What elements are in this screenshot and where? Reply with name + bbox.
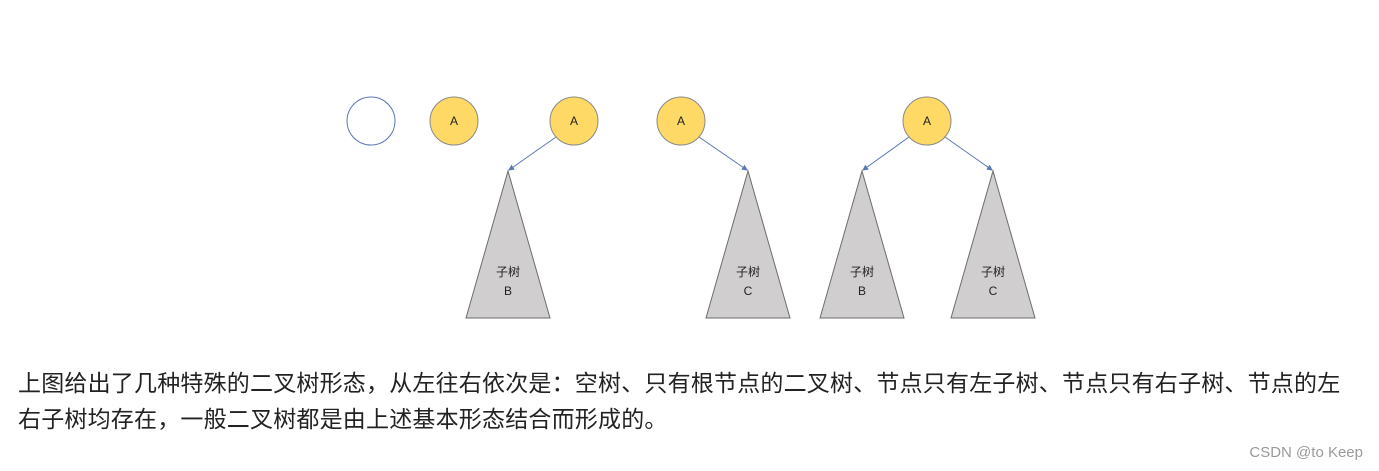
root-node (429, 96, 479, 146)
right-subtree-label-line2: C (989, 284, 998, 298)
right-edge (698, 136, 748, 171)
root-node (656, 96, 706, 146)
empty-tree (346, 96, 396, 146)
right-subtree-label-line1: 子树 (981, 264, 1005, 279)
root-node (902, 96, 952, 146)
right-subtree-triangle (705, 169, 791, 319)
left-edge (508, 136, 557, 171)
empty-node (346, 96, 396, 146)
csdn-watermark: CSDN @to Keep (1249, 444, 1363, 461)
caption-text: 上图给出了几种特殊的二叉树形态，从左往右依次是：空树、只有根节点的二叉树、节点只… (18, 371, 1341, 433)
right-edge (944, 136, 993, 171)
left-subtree-triangle (465, 169, 551, 319)
left-subtree-label-line1: 子树 (850, 264, 874, 279)
root-only-tree: A (429, 96, 479, 146)
left-edge (862, 136, 910, 171)
root-node (549, 96, 599, 146)
binary-tree-forms-diagram: A A 子树 B A 子树 C A 子树 B 子树 C (346, 96, 1036, 319)
left-subtree-triangle (819, 169, 905, 319)
left-subtree-only-tree: A 子树 B (465, 96, 599, 319)
subtree-label-line1: 子树 (496, 264, 520, 279)
left-subtree-label-line2: B (858, 284, 866, 298)
subtree-label-line2: C (744, 284, 753, 298)
root-node-label: A (450, 114, 458, 128)
full-tree: A 子树 B 子树 C (819, 96, 1036, 319)
root-node-label: A (923, 114, 931, 128)
right-subtree-triangle (950, 169, 1036, 319)
root-node-label: A (570, 114, 578, 128)
root-node-label: A (677, 114, 685, 128)
subtree-label-line1: 子树 (736, 264, 760, 279)
right-subtree-only-tree: A 子树 C (656, 96, 791, 319)
subtree-label-line2: B (504, 284, 512, 298)
